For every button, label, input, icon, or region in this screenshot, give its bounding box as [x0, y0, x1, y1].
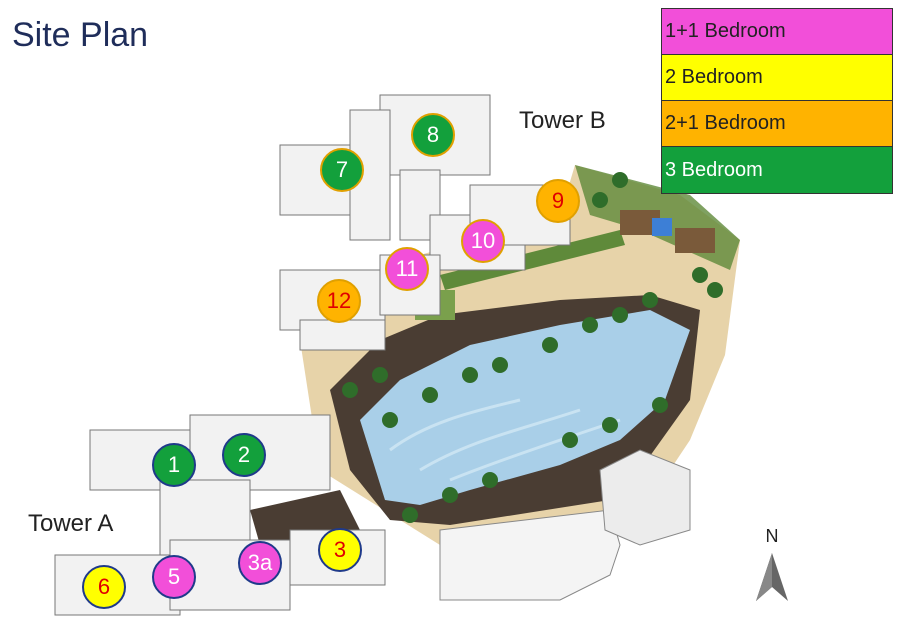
tower-b-building [279, 94, 571, 351]
north-arrow: N [752, 526, 792, 608]
north-label: N [765, 526, 779, 546]
legend-item-2plus1-bedroom: 2+1 Bedroom [662, 101, 892, 147]
page-title: Site Plan [12, 16, 149, 54]
small-pool [652, 218, 672, 236]
unit-marker-9: 9 [536, 179, 580, 223]
legend: 1+1 Bedroom 2 Bedroom 2+1 Bedroom 3 Bedr… [661, 8, 893, 194]
unit-marker-10: 10 [461, 219, 505, 263]
pool-ripples [389, 398, 621, 482]
unit-marker-7: 7 [320, 148, 364, 192]
unit-marker-6: 6 [82, 565, 126, 609]
unit-marker-2: 2 [222, 433, 266, 477]
pavilion-2 [675, 228, 715, 253]
unit-marker-12: 12 [317, 279, 361, 323]
unit-marker-8: 8 [411, 113, 455, 157]
unit-marker-3: 3 [318, 528, 362, 572]
legend-item-3-bedroom: 3 Bedroom [662, 147, 892, 193]
palm-trees [342, 172, 723, 523]
tower-b-label: Tower B [519, 107, 606, 134]
legend-item-2-bedroom: 2 Bedroom [662, 55, 892, 101]
unit-marker-1: 1 [152, 443, 196, 487]
unit-marker-11: 11 [385, 247, 429, 291]
unit-marker-5: 5 [152, 555, 196, 599]
green-strip-2 [440, 230, 625, 290]
unit-marker-3a: 3a [238, 541, 282, 585]
legend-item-1plus1-bedroom: 1+1 Bedroom [662, 9, 892, 55]
amenity-block-2 [599, 449, 691, 546]
tower-a-label: Tower A [28, 510, 114, 537]
north-arrow-icon [756, 553, 788, 601]
